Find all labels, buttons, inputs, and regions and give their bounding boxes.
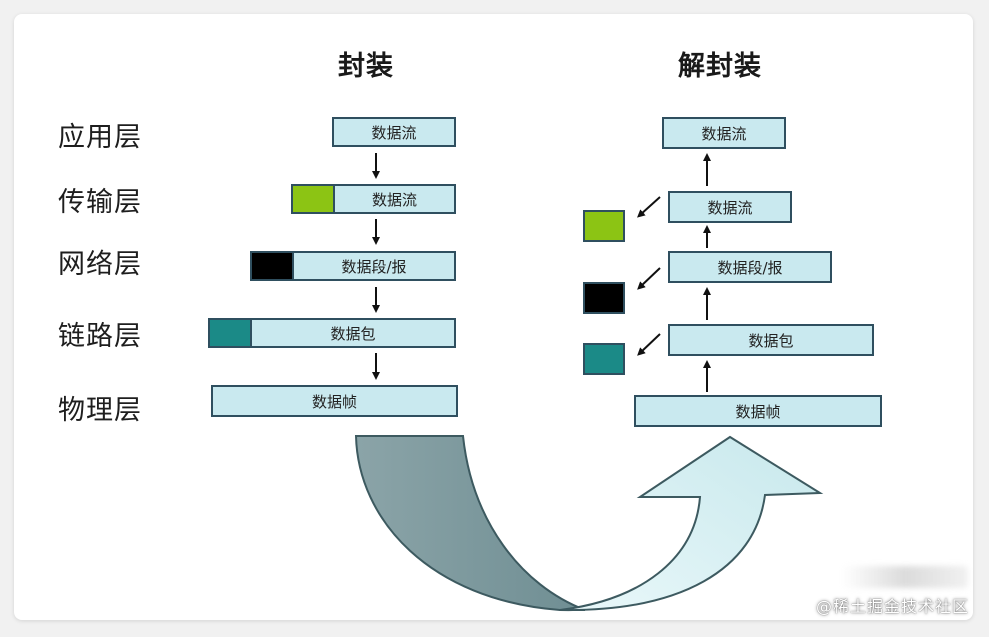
decap-link-box: 数据包: [668, 324, 874, 356]
strip-arrow-transport: [637, 196, 661, 218]
decap-network-box: 数据段/报: [668, 251, 832, 283]
encap-network-box: 数据段/报: [292, 251, 456, 281]
stripped-transport-header: [583, 210, 625, 242]
decap-transport-box: 数据流: [668, 191, 792, 223]
encap-application-box: 数据流: [332, 117, 456, 147]
blurred-logo: [842, 566, 968, 588]
arrow-ascending-band: [559, 435, 824, 612]
encap-link-box: 数据包: [250, 318, 456, 348]
encap-link-header: [208, 318, 252, 348]
layer-link: 链路层: [58, 321, 142, 352]
encapsulation-title: 封装: [338, 51, 394, 82]
layer-physical: 物理层: [58, 395, 142, 426]
decap-application-box: 数据流: [662, 117, 786, 149]
strip-arrow-link: [637, 333, 661, 356]
stripped-network-header: [583, 282, 625, 314]
decapsulation-title: 解封装: [678, 51, 762, 82]
layer-network: 网络层: [58, 249, 142, 280]
stripped-link-header: [583, 343, 625, 375]
diagram-card: [14, 14, 973, 620]
encap-transport-box: 数据流: [333, 184, 456, 214]
decap-physical-box: 数据帧: [634, 395, 882, 427]
watermark-text: @稀土掘金技术社区: [815, 597, 969, 616]
encap-physical-box: 数据帧: [211, 385, 458, 417]
strip-arrow-network: [637, 267, 661, 290]
layer-transport: 传输层: [58, 187, 142, 218]
layer-application: 应用层: [58, 122, 142, 153]
